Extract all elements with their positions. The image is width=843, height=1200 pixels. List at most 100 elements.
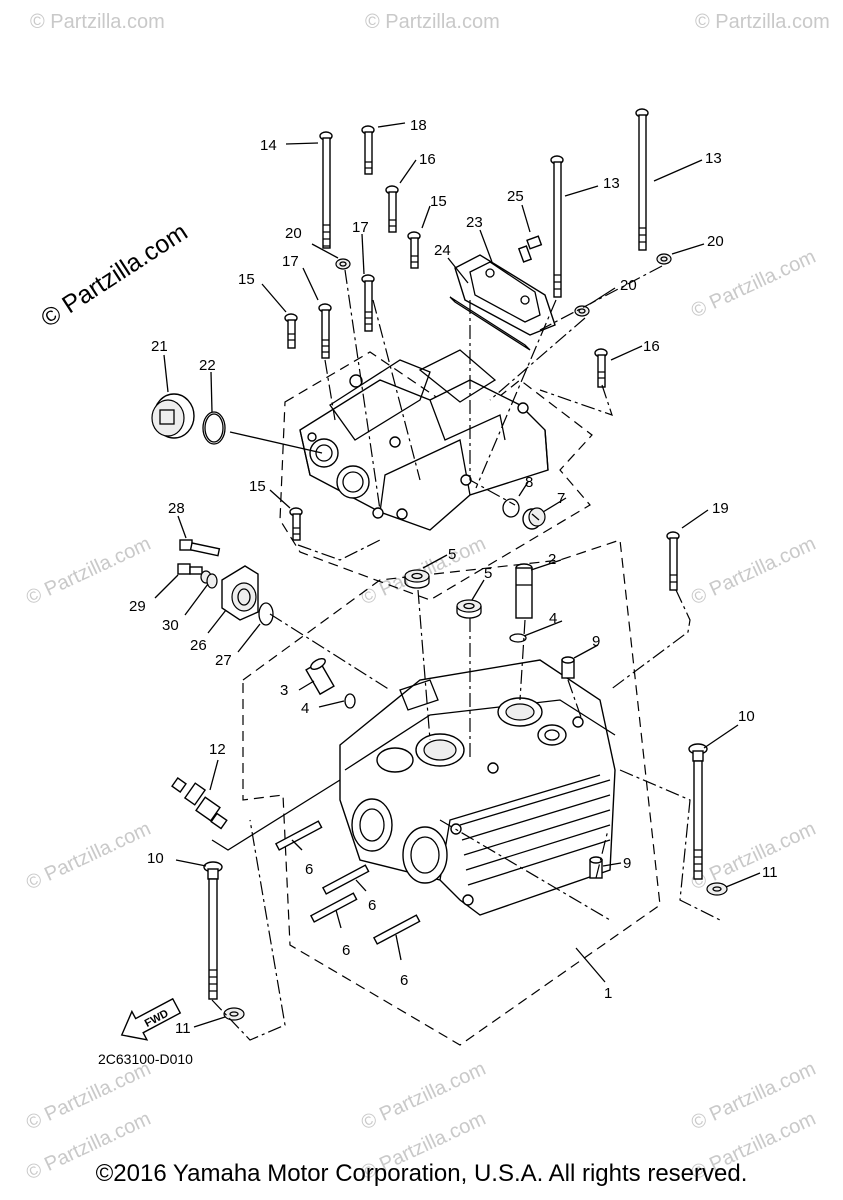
bolt-14 [319,131,333,249]
callout-27: 27 [215,652,232,669]
bolt-15-upper [407,231,421,269]
circlip-4b [344,693,356,709]
valve-guide-2 [515,563,533,619]
callout-8: 8 [525,474,533,491]
callout-6: 6 [305,861,313,878]
bolt-25 [517,235,543,263]
callout-18: 18 [410,117,427,134]
bolt-13-left [550,155,564,298]
callout-16: 16 [643,338,660,355]
copyright-notice: ©2016 Yamaha Motor Corporation, U.S.A. A… [95,1160,748,1187]
callout-15: 15 [249,478,266,495]
callout-9: 9 [623,855,631,872]
stud-6b [321,864,370,895]
callout-7: 7 [557,490,565,507]
cylinder-head-dash-outline [242,539,661,1046]
callout-6: 6 [368,897,376,914]
callout-20: 20 [285,225,302,242]
callout-6: 6 [400,972,408,989]
callout-14: 14 [260,137,277,154]
circlip-4a [509,633,527,643]
callout-29: 29 [129,598,146,615]
stud-6c [309,892,358,923]
callout-6: 6 [342,942,350,959]
plug-21 [151,393,195,439]
bolt-17-b [318,303,332,359]
stud-6a [274,820,323,851]
spark-plug-12 [171,777,228,830]
callout-24: 24 [434,242,451,259]
callout-26: 26 [190,637,207,654]
o-ring-24 [449,296,531,351]
callout-10: 10 [738,708,755,725]
partzilla-watermark-main: © Partzilla.com [36,218,193,333]
callout-4: 4 [549,610,557,627]
callout-4: 4 [301,700,309,717]
valve-seat-5a [404,569,430,589]
diagram-code: 2C63100-D010 [98,1051,193,1067]
gasket-cover-23 [454,254,556,336]
bolt-16-upper [385,185,399,233]
callout-22: 22 [199,357,216,374]
o-ring-22 [202,411,226,445]
washer-30 [206,573,218,589]
cylinder-head-cover [299,349,549,531]
cylinder-head [339,659,616,916]
callout-11: 11 [175,1020,191,1037]
o-ring-27 [258,602,274,626]
washer-20-a [335,258,351,270]
washer-11-right [706,882,728,896]
callout-12: 12 [209,741,226,758]
callout-17: 17 [352,219,369,236]
callout-3: 3 [280,682,288,699]
bolt-10-left [203,861,223,1000]
callout-21: 21 [151,338,168,355]
bolt-18 [361,125,375,175]
callout-30: 30 [162,617,179,634]
watermark: © Partzilla.com [30,11,165,33]
callout-28: 28 [168,500,185,517]
watermark: © Partzilla.com [695,11,830,33]
bolt-28 [179,539,221,557]
washer-20-c [656,253,672,265]
watermark: © Partzilla.com [23,818,154,895]
fwd-label: FWD [143,1008,171,1030]
forward-arrow-icon: FWD [120,997,182,1041]
callout-labels: 14 18 16 15 25 13 13 20 17 23 24 20 20 1… [129,117,778,1037]
callout-20: 20 [620,277,637,294]
watermark: © Partzilla.com [688,533,819,610]
callout-11: 11 [762,864,778,881]
bolt-13-right [635,108,649,251]
callout-15: 15 [430,193,447,210]
valve-guide-3 [305,658,335,696]
callout-5: 5 [448,546,456,563]
callout-10: 10 [147,850,164,867]
callout-9: 9 [592,633,600,650]
bolt-29 [177,563,212,584]
callout-2: 2 [548,551,556,568]
leader-lines [154,122,761,1041]
o-ring-8 [502,498,520,518]
stud-6d [372,914,421,945]
callout-20: 20 [707,233,724,250]
bolt-15-lower [289,507,303,541]
bolt-16-right [594,348,608,388]
bolt-10-right [688,743,708,880]
bolt-19 [666,531,680,591]
washer-20-b [574,305,590,317]
callout-19: 19 [712,500,729,517]
bolt-15-left [284,313,298,349]
callout-23: 23 [466,214,483,231]
callout-25: 25 [507,188,524,205]
watermark: © Partzilla.com [688,246,819,323]
callout-13: 13 [705,150,722,167]
watermark: © Partzilla.com [365,11,500,33]
callout-16: 16 [419,151,436,168]
dowel-9a [561,656,575,679]
bolt-17-a [361,274,375,332]
washer-11-left [223,1007,245,1021]
callout-13: 13 [603,175,620,192]
callout-1: 1 [604,985,612,1002]
watermark: © Partzilla.com [688,818,819,895]
